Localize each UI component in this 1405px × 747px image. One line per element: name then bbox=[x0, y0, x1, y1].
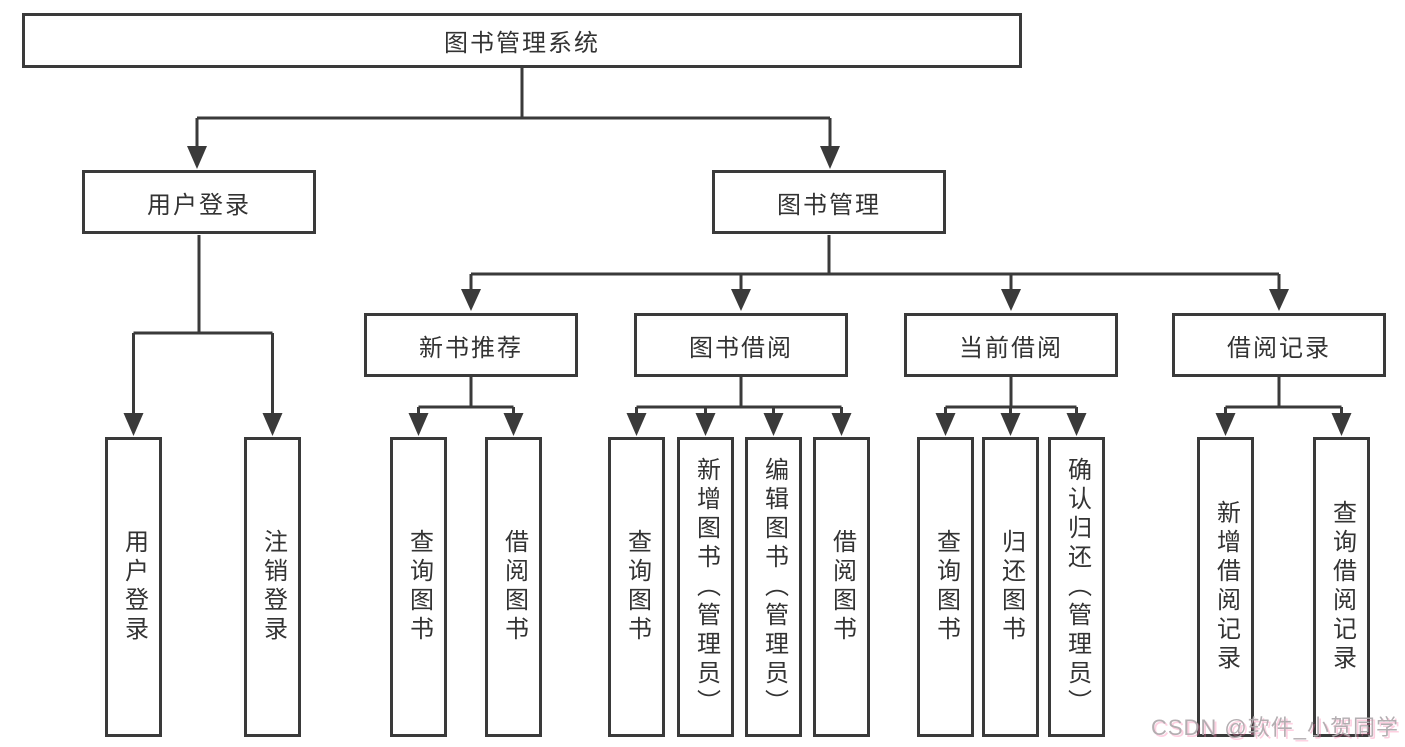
arrowhead bbox=[187, 146, 207, 169]
csdn-watermark: CSDN @软件_小贺同学 bbox=[1150, 715, 1399, 740]
node-label: 查询借阅记录 bbox=[1328, 500, 1356, 674]
arrowhead bbox=[1331, 413, 1352, 436]
arrowhead bbox=[626, 413, 647, 436]
arrowhead bbox=[831, 413, 852, 436]
node-label: 用户登录 bbox=[120, 529, 148, 645]
arrowhead bbox=[695, 413, 716, 436]
node-query-borrow-record: 查询借阅记录 bbox=[1313, 437, 1370, 737]
node-book-management: 图书管理 bbox=[712, 170, 946, 234]
node-query-books: 查询图书 bbox=[390, 437, 447, 737]
node-borrow-books-2: 借阅图书 bbox=[813, 437, 870, 737]
node-label: 当前借阅 bbox=[959, 334, 1063, 362]
arrowhead bbox=[820, 146, 840, 169]
arrowhead bbox=[1215, 413, 1236, 436]
arrowhead bbox=[1269, 289, 1289, 311]
node-label: 注销登录 bbox=[259, 529, 287, 645]
node-confirm-return-admin: 确认归还（管理员） bbox=[1048, 437, 1105, 737]
node-current-borrowing: 当前借阅 bbox=[904, 313, 1118, 377]
arrowhead bbox=[408, 413, 429, 436]
node-label: 确认归还（管理员） bbox=[1063, 456, 1091, 718]
arrowhead bbox=[503, 413, 524, 436]
node-library-management-system: 图书管理系统 bbox=[22, 13, 1022, 68]
node-label: 查询图书 bbox=[932, 529, 960, 645]
node-return-book: 归还图书 bbox=[982, 437, 1039, 737]
node-label: 新增图书（管理员） bbox=[692, 456, 720, 718]
node-add-borrow-record: 新增借阅记录 bbox=[1197, 437, 1254, 737]
node-label: 查询图书 bbox=[623, 529, 651, 645]
arrowhead bbox=[1001, 289, 1021, 311]
arrowhead bbox=[935, 413, 956, 436]
node-label: 图书借阅 bbox=[689, 334, 793, 362]
node-label: 借阅图书 bbox=[500, 529, 528, 645]
node-label: 查询图书 bbox=[405, 529, 433, 645]
arrowhead bbox=[123, 413, 144, 436]
arrowhead bbox=[763, 413, 784, 436]
node-label: 借阅记录 bbox=[1227, 334, 1331, 362]
node-borrow-records: 借阅记录 bbox=[1172, 313, 1386, 377]
arrowhead bbox=[1000, 413, 1021, 436]
node-label: 新书推荐 bbox=[419, 334, 523, 362]
node-label: 图书管理 bbox=[777, 191, 881, 219]
arrowhead bbox=[461, 289, 481, 311]
node-label: 新增借阅记录 bbox=[1212, 500, 1240, 674]
node-label: 归还图书 bbox=[997, 529, 1025, 645]
node-logout: 注销登录 bbox=[244, 437, 301, 737]
arrowhead bbox=[262, 413, 283, 436]
node-label: 借阅图书 bbox=[828, 529, 856, 645]
arrowhead bbox=[1066, 413, 1087, 436]
node-new-book-recommend: 新书推荐 bbox=[364, 313, 578, 377]
node-label: 编辑图书（管理员） bbox=[760, 456, 788, 718]
node-query-books-borrow: 查询图书 bbox=[608, 437, 665, 737]
node-book-borrowing: 图书借阅 bbox=[634, 313, 848, 377]
arrowhead bbox=[731, 289, 751, 311]
node-label: 用户登录 bbox=[147, 191, 251, 219]
node-label: 图书管理系统 bbox=[444, 30, 600, 57]
node-edit-book-admin: 编辑图书（管理员） bbox=[745, 437, 802, 737]
node-user-login: 用户登录 bbox=[105, 437, 162, 737]
node-user-login-group: 用户登录 bbox=[82, 170, 316, 234]
node-borrow-books: 借阅图书 bbox=[485, 437, 542, 737]
node-add-book-admin: 新增图书（管理员） bbox=[677, 437, 734, 737]
node-query-books-current: 查询图书 bbox=[917, 437, 974, 737]
